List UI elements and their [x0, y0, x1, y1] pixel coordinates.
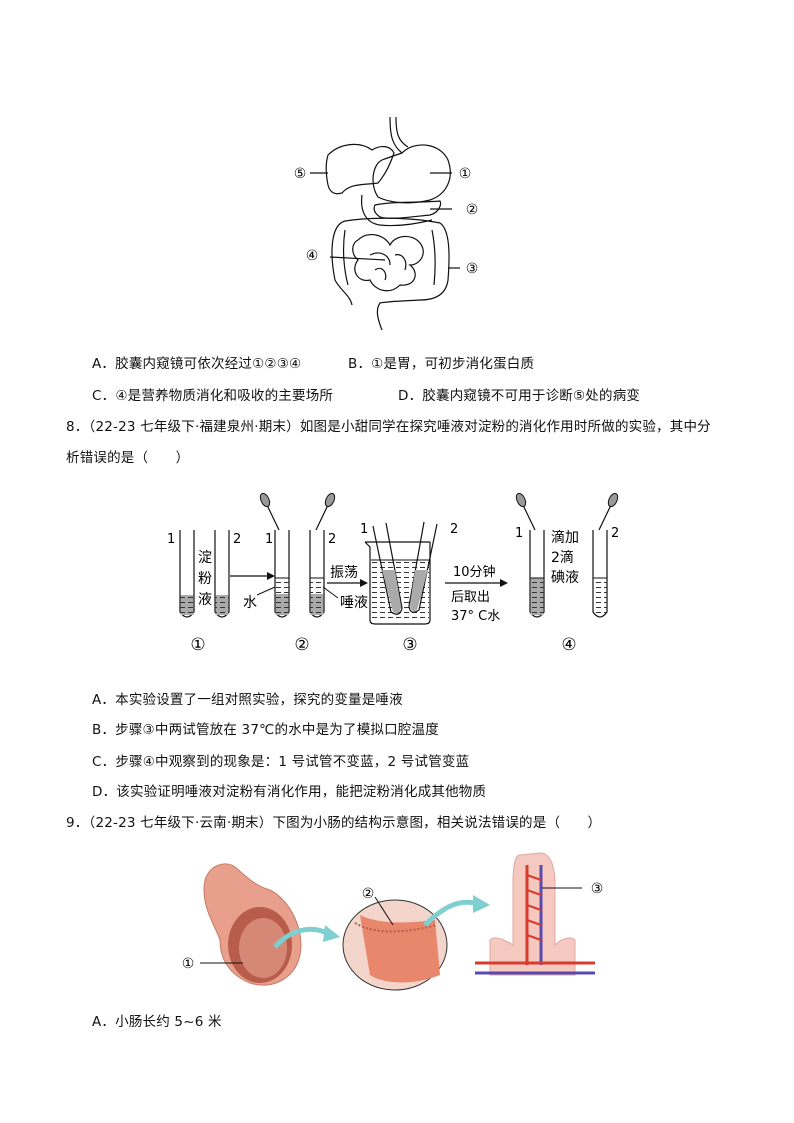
- step3-water-label: 37° C水: [451, 609, 500, 624]
- small-intestine-drawing: ① ② ③: [182, 852, 604, 991]
- svg-text:淀: 淀: [198, 550, 212, 566]
- digestive-system-drawing: ⑤ ① ② ③ ④: [294, 116, 479, 331]
- label-5: ⑤: [294, 166, 307, 182]
- svg-text:粉: 粉: [198, 571, 212, 587]
- svg-text:1: 1: [167, 532, 175, 547]
- q7-option-c: C．④是营养物质消化和吸收的主要场所: [92, 388, 334, 404]
- svg-text:2: 2: [328, 532, 336, 547]
- digestive-system-figure: ⑤ ① ② ③ ④: [290, 105, 490, 340]
- step-3-marker: ③: [402, 635, 417, 655]
- saliva-label: 唾液: [340, 595, 368, 611]
- svg-text:1: 1: [515, 526, 523, 541]
- step-4-marker: ④: [561, 635, 576, 655]
- q8-option-a: A．本实验设置了一组对照实验，探究的变量是唾液: [92, 692, 403, 708]
- svg-text:2: 2: [450, 522, 458, 537]
- intestine-label-1: ①: [182, 956, 195, 972]
- q8-option-b: B．步骤③中两试管放在 37℃的水中是为了模拟口腔温度: [92, 722, 439, 738]
- water-label: 水: [243, 595, 257, 611]
- step3-takeout-label: 后取出: [451, 590, 490, 605]
- label-1: ①: [459, 166, 472, 182]
- saliva-experiment-figure: 1 2 淀 粉 液 1 2 水 唾液 振荡: [155, 490, 625, 660]
- saliva-experiment-drawing: 1 2 淀 粉 液 1 2 水 唾液 振荡: [167, 492, 619, 655]
- svg-text:1: 1: [265, 532, 273, 547]
- step-1-marker: ①: [190, 635, 205, 655]
- intestine-label-3: ③: [591, 881, 604, 897]
- q8-stem-line2: 析错误的是（ ）: [66, 450, 190, 466]
- q7-option-b: B．①是胃，可初步消化蛋白质: [348, 356, 535, 372]
- label-4: ④: [306, 248, 319, 264]
- q7-option-d: D．胶囊内窥镜不可用于诊断⑤处的病变: [398, 388, 641, 404]
- small-intestine-figure: ① ② ③: [175, 845, 615, 995]
- step3-time-label: 10分钟: [453, 564, 496, 580]
- q7-option-a: A．胶囊内窥镜可依次经过①②③④: [92, 356, 302, 372]
- q8-stem-line1: 8．（22-23 七年级下·福建泉州·期末）如图是小甜同学在探究唾液对淀粉的消化…: [66, 419, 711, 435]
- label-3: ③: [466, 261, 479, 277]
- q8-option-d: D．该实验证明唾液对淀粉有消化作用，能把淀粉消化成其他物质: [92, 784, 487, 800]
- svg-text:2: 2: [233, 532, 241, 547]
- iodine-label-1: 滴加: [551, 529, 579, 546]
- svg-text:1: 1: [360, 522, 368, 537]
- iodine-label-2: 2滴: [551, 549, 574, 566]
- intestine-label-2: ②: [362, 886, 375, 902]
- label-2: ②: [466, 202, 479, 218]
- q9-stem: 9．（22-23 七年级下·云南·期末）下图为小肠的结构示意图，相关说法错误的是…: [66, 815, 602, 831]
- q9-option-a: A．小肠长约 5~6 米: [92, 1014, 222, 1030]
- step-2-marker: ②: [294, 635, 309, 655]
- svg-text:液: 液: [198, 592, 212, 608]
- iodine-label-3: 碘液: [551, 570, 579, 586]
- svg-text:2: 2: [611, 526, 619, 541]
- shake-label: 振荡: [330, 565, 358, 581]
- q8-option-c: C．步骤④中观察到的现象是：1 号试管不变蓝，2 号试管变蓝: [92, 754, 470, 770]
